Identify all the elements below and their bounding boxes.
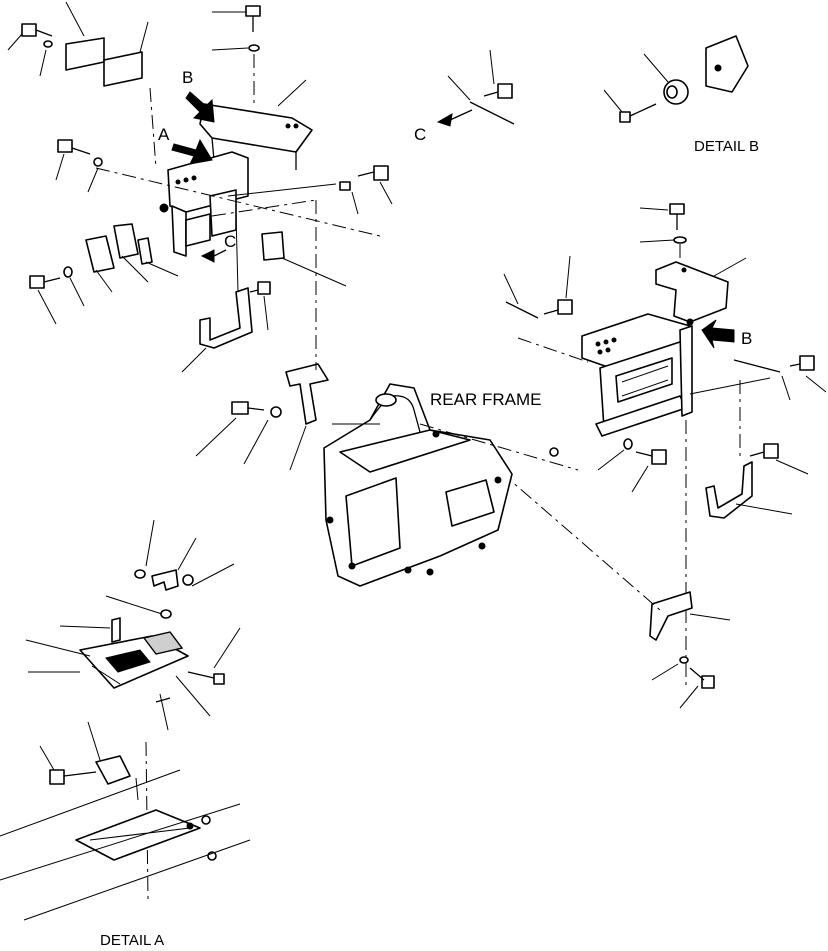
arrow-a (171, 138, 213, 165)
shim-lower-c (137, 237, 153, 265)
rear-frame-label: REAR FRAME (430, 390, 542, 409)
shim-plate-second (103, 51, 143, 87)
washer-left-middle (93, 157, 103, 167)
detail-a-base-plate (75, 809, 201, 861)
bolt-right-left (543, 299, 573, 315)
bolt-pin-c (483, 83, 513, 99)
bolt-hanger-right (749, 443, 779, 459)
bracket-inner (185, 213, 211, 247)
bolt-top-center (245, 5, 261, 32)
detail-b-label: DETAIL B (694, 138, 760, 155)
view-b-right-label: B (741, 329, 753, 348)
detail-a-decal (105, 649, 151, 673)
washer-frame-mount (270, 406, 282, 418)
washer-right-lower (623, 438, 633, 450)
rear-frame (323, 383, 579, 587)
hanger-step-right (705, 461, 753, 519)
bracket-leg-left (171, 205, 187, 257)
washer-lower-left (63, 266, 73, 278)
arrow-b-right (701, 319, 735, 349)
bolt-top-left (21, 23, 53, 37)
view-c-top-label: C (414, 125, 427, 144)
detail-b-drawing (603, 35, 749, 123)
detail-a-slot (142, 631, 184, 655)
shim-lower-a (85, 235, 115, 273)
view-a-label: A (158, 125, 170, 144)
washer-right-mount (679, 656, 689, 664)
clip-small (339, 181, 351, 191)
detail-a-tab (111, 617, 121, 643)
washer-top-left (43, 40, 53, 48)
frame-mount-bracket (285, 363, 329, 425)
right-bracket-post (679, 325, 693, 417)
right-step-assembly (479, 203, 827, 709)
pin-detail-c (436, 49, 515, 127)
bolt-right-lower (635, 449, 667, 465)
rear-frame-window (445, 479, 495, 527)
arrow-c-mid (200, 249, 215, 263)
hanger-step-left (199, 287, 253, 349)
right-upper-bracket (655, 261, 729, 323)
washer-top-center (248, 44, 260, 52)
shim-plate-top (65, 37, 105, 71)
bolt-bracket-right (357, 165, 389, 181)
bolt-hanger-left (249, 281, 271, 295)
detail-a-clip (151, 569, 179, 591)
washer-right-top (673, 236, 687, 244)
view-c-mid-label: C (224, 232, 237, 251)
detail-a-drawing (0, 519, 251, 921)
rear-frame-side (345, 477, 401, 567)
shim-lower-b (113, 223, 139, 259)
bolt-frame-mount (231, 401, 265, 415)
detail-a-bolt-lower (49, 769, 97, 785)
bolt-left-middle (57, 139, 91, 155)
bolt-lower-left (29, 275, 61, 289)
view-b-left-label: B (182, 68, 194, 87)
bolt-right-far (789, 355, 815, 371)
bolt-right-top (669, 203, 685, 230)
detail-a-bolt (187, 671, 225, 685)
bolt-right-mount (689, 667, 715, 689)
detail-a-label: DETAIL A (100, 932, 165, 949)
detail-b-bolt (619, 103, 657, 123)
detail-b-block (705, 35, 749, 93)
left-step-assembly (7, 1, 393, 471)
detail-a-bushing (95, 755, 131, 785)
spacer-plate (261, 231, 285, 261)
right-frame-mount (649, 591, 693, 641)
arrow-b-left (185, 91, 215, 123)
